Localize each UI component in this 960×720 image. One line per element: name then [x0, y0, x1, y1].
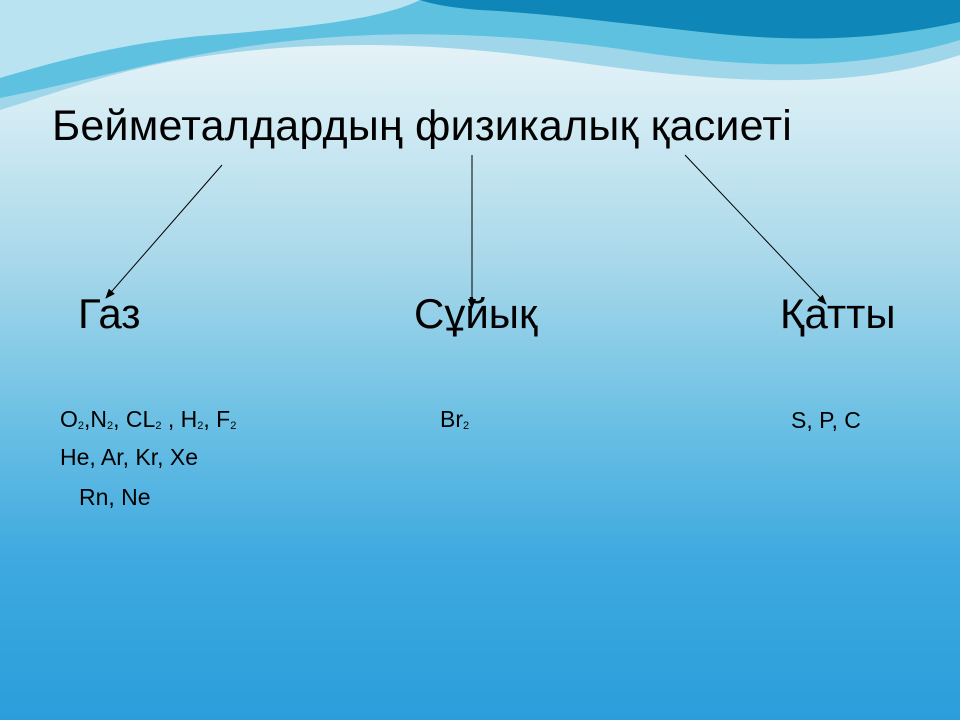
category-solid: Қатты: [780, 290, 896, 337]
formula-o2: O2: [60, 406, 85, 432]
formula-cl2: , CL2: [113, 406, 162, 432]
formula-f2: , F2: [203, 406, 237, 432]
formula-n2: ,N2: [84, 406, 114, 432]
category-liquid: Сұйық: [414, 290, 538, 337]
solid-formulas: S, P, C: [791, 407, 861, 433]
arrow-to-solid: [684, 154, 827, 305]
arrow-to-gas: [105, 164, 223, 299]
header-wave-decoration: [0, 0, 960, 110]
gas-formulas-line1: O2,N2, CL2 , H2, F2: [60, 408, 236, 432]
gas-formulas-line2: He, Ar, Kr, Xe: [60, 444, 199, 470]
gas-formulas-line3: Rn, Ne: [79, 484, 151, 510]
liquid-formula: Br2: [440, 406, 470, 432]
formula-h2: , H2: [161, 406, 204, 432]
category-gas: Газ: [78, 290, 141, 337]
page-title: Бейметалдардың физикалық қасиеті: [52, 102, 792, 150]
